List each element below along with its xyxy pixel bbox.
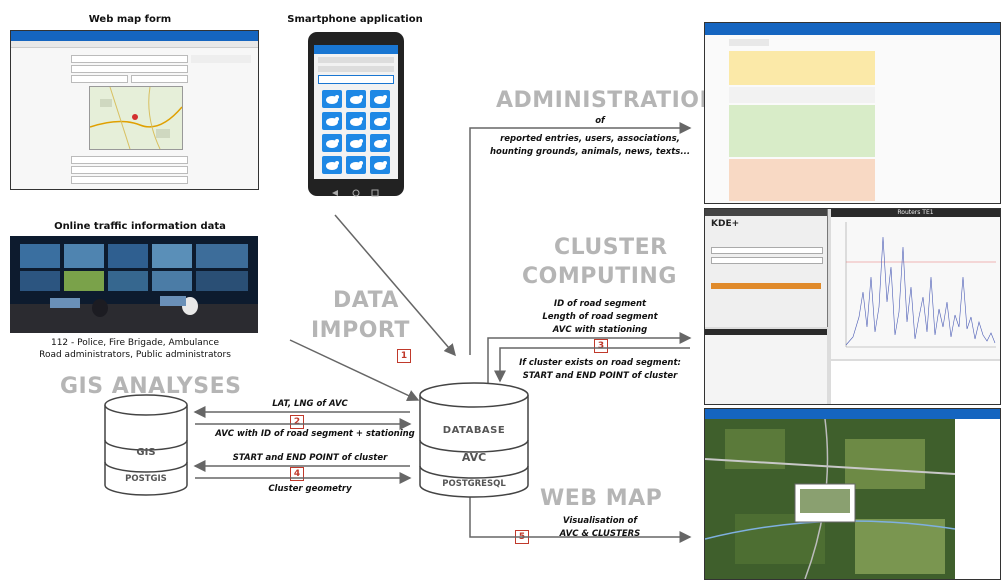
cluster-line3: AVC with stationing — [552, 325, 648, 335]
postgis-label: POSTGIS — [125, 474, 167, 484]
database-postgresql-label: POSTGRESQL — [442, 479, 506, 489]
form-top-bar — [11, 31, 258, 41]
phone-nav-bar — [328, 182, 384, 197]
gis-start-end: START and END POINT of cluster — [232, 453, 388, 463]
cluster-chart-title: Routers TE1 — [831, 209, 1000, 217]
cluster-return2: START and END POINT of cluster — [522, 371, 678, 381]
animal-category-icon[interactable] — [370, 90, 390, 108]
cluster-computing-screenshot: KDE+ Routers TE1 — [704, 208, 1001, 405]
traffic-center-photo — [10, 236, 258, 333]
animal-category-icon[interactable] — [322, 156, 342, 174]
arrow-traffic-to-db — [289, 339, 420, 401]
animal-category-icon[interactable] — [322, 134, 342, 152]
online-traffic-heading: Online traffic information data — [54, 221, 226, 232]
gis-db-label: GIS — [136, 447, 156, 458]
animal-category-icon[interactable] — [370, 112, 390, 130]
arrow-phone-to-db — [334, 214, 456, 357]
animal-category-icon[interactable] — [370, 156, 390, 174]
database-cylinder — [419, 382, 529, 498]
kde-logo: KDE+ — [711, 219, 740, 229]
step-3-badge: 3 — [594, 339, 608, 353]
animal-category-icon[interactable] — [370, 134, 390, 152]
gis-cylinder — [104, 394, 188, 496]
admin-of-text: of — [595, 116, 605, 126]
web-map-title: WEB MAP — [540, 486, 663, 511]
admin-line1: reported entries, users, associations, — [500, 134, 680, 144]
cluster-title-line2: COMPUTING — [522, 264, 677, 289]
animal-category-icon[interactable] — [346, 112, 366, 130]
data-import-title-line2: IMPORT — [311, 318, 410, 343]
arrow-to-cluster — [487, 332, 692, 385]
administration-title: ADMINISTRATION — [496, 88, 719, 113]
admin-line2: hounting grounds, animals, news, texts..… — [489, 147, 691, 157]
animal-category-icon[interactable] — [346, 156, 366, 174]
database-avc-label: AVC — [461, 451, 487, 464]
animal-icon-grid — [314, 87, 398, 177]
smartphone-device — [308, 32, 404, 197]
step-2-badge: 2 — [290, 415, 304, 429]
administration-screenshot — [704, 22, 1001, 204]
traffic-caption-1: 112 - Police, Fire Brigade, Ambulance — [50, 338, 219, 348]
webmap-line2: AVC & CLUSTERS — [559, 529, 641, 539]
cluster-return1: If cluster exists on road segment: — [519, 358, 681, 368]
arrow-from-cluster — [494, 347, 690, 383]
cluster-line1: ID of road segment — [553, 299, 647, 309]
gis-lat-lng: LAT, LNG of AVC — [272, 399, 348, 409]
arrow-to-webmap — [469, 495, 692, 543]
web-map-form-screenshot — [10, 30, 259, 190]
satellite-map — [705, 419, 955, 579]
animal-category-icon[interactable] — [346, 90, 366, 108]
web-map-form-heading: Web map form — [88, 14, 172, 25]
animal-category-icon[interactable] — [322, 112, 342, 130]
form-map-thumbnail — [89, 86, 183, 150]
cluster-table — [705, 329, 827, 404]
arrow-to-administration — [469, 122, 692, 355]
webmap-line1: Visualisation of — [562, 516, 638, 526]
cluster-title-line1: CLUSTER — [554, 235, 668, 260]
animal-category-icon[interactable] — [322, 90, 342, 108]
step-1-badge: 1 — [397, 349, 411, 363]
cluster-line2: Length of road segment — [542, 312, 658, 322]
webmap-screenshot — [704, 408, 1001, 580]
database-label: DATABASE — [442, 425, 506, 436]
animal-category-icon[interactable] — [346, 134, 366, 152]
data-import-title-line1: DATA — [333, 288, 399, 313]
smartphone-screen — [314, 45, 398, 179]
cluster-chart: Routers TE1 — [831, 209, 1000, 359]
smartphone-app-heading: Smartphone application — [287, 14, 423, 25]
gis-avc-id: AVC with ID of road segment + stationing — [215, 429, 415, 439]
traffic-caption-2: Road administrators, Public administrato… — [39, 350, 231, 360]
gis-cluster-geometry: Cluster geometry — [268, 484, 352, 494]
